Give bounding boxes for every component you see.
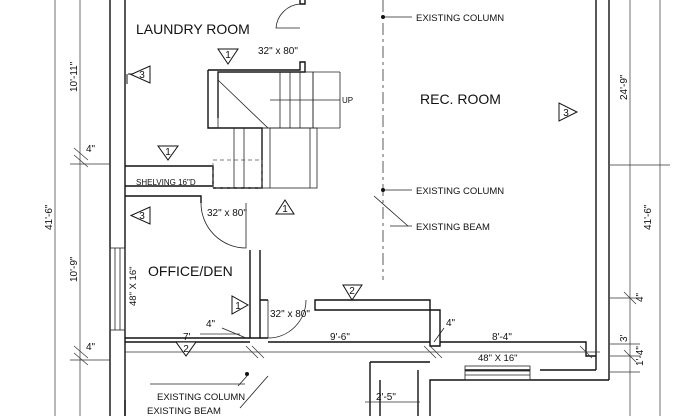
- note-existing-column-2: EXISTING COLUMN: [416, 186, 504, 197]
- svg-text:1: 1: [225, 50, 231, 61]
- room-labels: LAUNDRY ROOM REC. ROOM OFFICE/DEN: [136, 21, 501, 279]
- dim-left-4-a: 4": [86, 144, 96, 155]
- svg-text:1: 1: [165, 147, 171, 158]
- note-existing-column-1: EXISTING COLUMN: [416, 13, 504, 24]
- windows: [109, 247, 531, 381]
- svg-text:1: 1: [235, 301, 241, 312]
- doors: [200, 3, 307, 339]
- svg-text:3: 3: [563, 108, 569, 119]
- note-window-south: 48" X 16": [478, 353, 518, 364]
- door-size-laundry: 32" x 80": [258, 46, 298, 57]
- dim-bottom-4-b: 4": [446, 318, 456, 329]
- dim-bottom-9-6: 9'-6": [330, 332, 350, 343]
- door-size-office: 32" x 80": [207, 208, 247, 219]
- svg-text:2: 2: [349, 286, 355, 297]
- dim-bottom-4-a: 4": [206, 319, 216, 330]
- dim-left-4-b: 4": [86, 342, 96, 353]
- tag-3-office-wall: 3: [129, 206, 151, 225]
- tag-1-office-door: 1: [275, 199, 295, 215]
- stairs: [212, 71, 341, 189]
- south-window: [464, 365, 531, 381]
- tag-2-office-south: 2: [175, 341, 197, 357]
- dim-bottom-8-4: 8'-4": [492, 332, 512, 343]
- office-window: [109, 247, 126, 331]
- dimension-labels: 10'-11" 4" 41'-6" 10'-9" 4" 24'-9" 41'-6…: [44, 61, 654, 403]
- south-wall-outer: [429, 379, 609, 416]
- dim-bottom-7: 7': [183, 332, 191, 343]
- column-marker-2: [381, 188, 385, 192]
- laundry-south-wall: [125, 195, 202, 203]
- dim-bottom-2-5: 2'-5": [376, 392, 396, 403]
- room-label-office: OFFICE/DEN: [148, 263, 233, 279]
- room-label-rec: REC. ROOM: [420, 91, 501, 107]
- office-east-wall: [249, 250, 261, 339]
- hall-door-swing: [267, 299, 307, 339]
- laundry-door-swing: [275, 3, 301, 29]
- stair-wall-west: [207, 70, 263, 189]
- dim-right-4: 4": [635, 292, 646, 302]
- beam-and-columns: [150, 0, 412, 409]
- tag-3-east-wall: 3: [558, 102, 579, 122]
- door-size-hall: 32" x 80": [270, 309, 310, 320]
- dim-left-mid: 10'-9": [69, 256, 80, 282]
- hall-south-wall: [268, 341, 596, 357]
- note-existing-beam-1: EXISTING BEAM: [416, 222, 490, 233]
- svg-text:2: 2: [183, 344, 189, 355]
- tag-2-hall: 2: [342, 284, 363, 301]
- shelving-wall: [125, 165, 214, 187]
- stair-notch-walls: [369, 361, 430, 416]
- column-marker-3: [245, 372, 249, 376]
- note-up: UP: [342, 96, 353, 105]
- svg-text:3: 3: [139, 70, 145, 81]
- tag-3-laundry-wall: 3: [126, 65, 151, 84]
- svg-text:1: 1: [282, 204, 288, 215]
- office-door-jamb: [260, 299, 268, 339]
- dim-left-top: 10'-11": [69, 61, 80, 92]
- dim-right-top: 24'-9": [619, 74, 630, 100]
- hall-north-wall: [314, 299, 441, 347]
- dim-right-3: 3': [619, 334, 630, 342]
- room-label-laundry: LAUNDRY ROOM: [136, 21, 250, 37]
- dim-left-total: 41'-6": [44, 204, 55, 230]
- dim-right-total: 41'-6": [643, 204, 654, 230]
- note-existing-beam-2: EXISTING BEAM: [147, 406, 221, 416]
- dim-right-1-4: 1'-4": [635, 346, 646, 366]
- tag-1-office-wall: 1: [231, 295, 250, 315]
- office-door-swing: [200, 202, 247, 249]
- tag-1-laundry-door: 1: [217, 48, 239, 65]
- note-shelving: SHELVING 16"D: [136, 178, 196, 187]
- leaders: [221, 327, 445, 343]
- stair-wall-north: [208, 61, 306, 118]
- annotations: EXISTING COLUMN EXISTING COLUMN EXISTING…: [128, 13, 518, 416]
- svg-text:3: 3: [139, 211, 145, 222]
- column-marker-1: [381, 15, 385, 19]
- note-window-office: 48" X 16": [128, 267, 139, 307]
- stair-lower-flight: [261, 127, 318, 189]
- note-existing-column-3: EXISTING COLUMN: [157, 392, 245, 403]
- dimension-lines: [54, 0, 670, 416]
- laundry-door-jamb: [299, 0, 306, 5]
- tag-1-shelving: 1: [157, 145, 179, 161]
- section-tags: 1 1 1 1 2 2 3 3: [126, 48, 579, 357]
